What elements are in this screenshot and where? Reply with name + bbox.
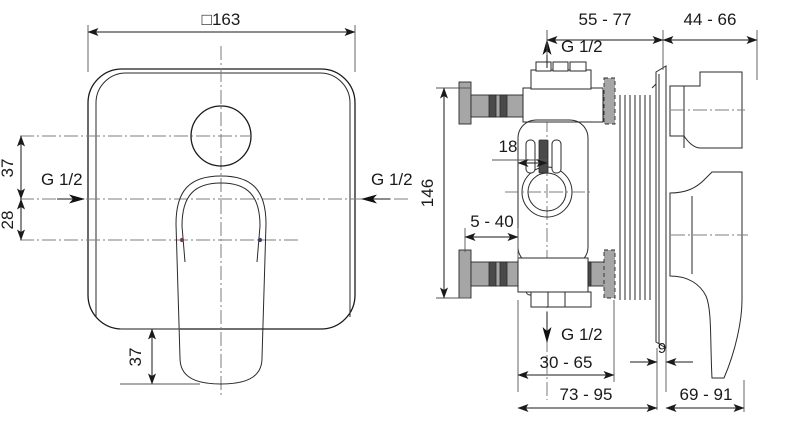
dim-label-lever-drop: 37 [126, 348, 145, 367]
dim-label-top-to-axis: 37 [0, 159, 17, 178]
lever-side-profile [669, 171, 743, 379]
valve-upper-nut-right [569, 61, 587, 72]
dim-label-outlet-bottom: G 1/2 [561, 325, 603, 344]
side-view-group: G 1/2 [418, 10, 758, 412]
faceplate-inner-edge [95, 72, 351, 317]
stem-bar-left [525, 139, 536, 174]
lower-pipe-rib-a [488, 261, 497, 287]
valve-upper-nut-mid [552, 61, 569, 72]
lower-pipe-rib-b [499, 261, 508, 287]
upper-pipe-body-left [470, 94, 524, 118]
front-view-group: □163 37 28 G 1/2 G 1/2 37 [0, 10, 413, 395]
valve-upper-nut-left [535, 61, 552, 72]
dim-label-total-to-plate: 73 - 95 [560, 385, 613, 404]
valve-upper-block [522, 87, 604, 123]
lower-pipe-body-left [470, 261, 524, 287]
dim-label-inlet-left: G 1/2 [41, 170, 83, 189]
dim-label-plate-thickness: 9 [658, 340, 666, 357]
lower-pipe-flange-left [458, 249, 472, 299]
stem-bar-right [551, 139, 562, 174]
upper-pipe-rib-a [488, 94, 497, 118]
dim-label-height-146: 146 [418, 179, 437, 207]
escutcheon-top-edge [651, 83, 657, 89]
dim-label-wall-depth-range: 5 - 40 [470, 212, 513, 231]
dim-label-body-to-wall: 30 - 65 [540, 353, 593, 372]
upper-pipe-rib-b [499, 94, 508, 118]
valve-lower-collar [530, 291, 592, 308]
diverter-knob-circle [190, 105, 252, 167]
dim-label-plate-width: □163 [202, 10, 241, 29]
dim-label-offset-18: 18 [499, 137, 518, 156]
lever-handle-outline [175, 175, 267, 385]
lever-handle-inner-right [256, 225, 261, 263]
dim-label-rough-in-depth: 55 - 77 [579, 10, 632, 29]
stem-bar-mid [538, 139, 549, 174]
dim-label-axis-to-lower: 28 [0, 211, 17, 230]
lever-axis-dot-left [179, 237, 185, 243]
lever-handle-inner-top [181, 182, 261, 227]
valve-lower-block [517, 257, 589, 293]
escutcheon-plate [655, 65, 667, 349]
threaded-sleeve [619, 95, 651, 300]
lower-pipe-flange-right [603, 249, 616, 299]
valve-upper-collar [530, 69, 592, 90]
dim-label-inlet-right: G 1/2 [371, 170, 413, 189]
dim-label-plate-to-lever: 69 - 91 [680, 385, 733, 404]
upper-pipe-flange-right [603, 77, 616, 125]
lever-axis-dot-right [257, 237, 263, 243]
dim-label-projection: 44 - 66 [684, 10, 737, 29]
lever-handle-inner-left [181, 225, 186, 263]
